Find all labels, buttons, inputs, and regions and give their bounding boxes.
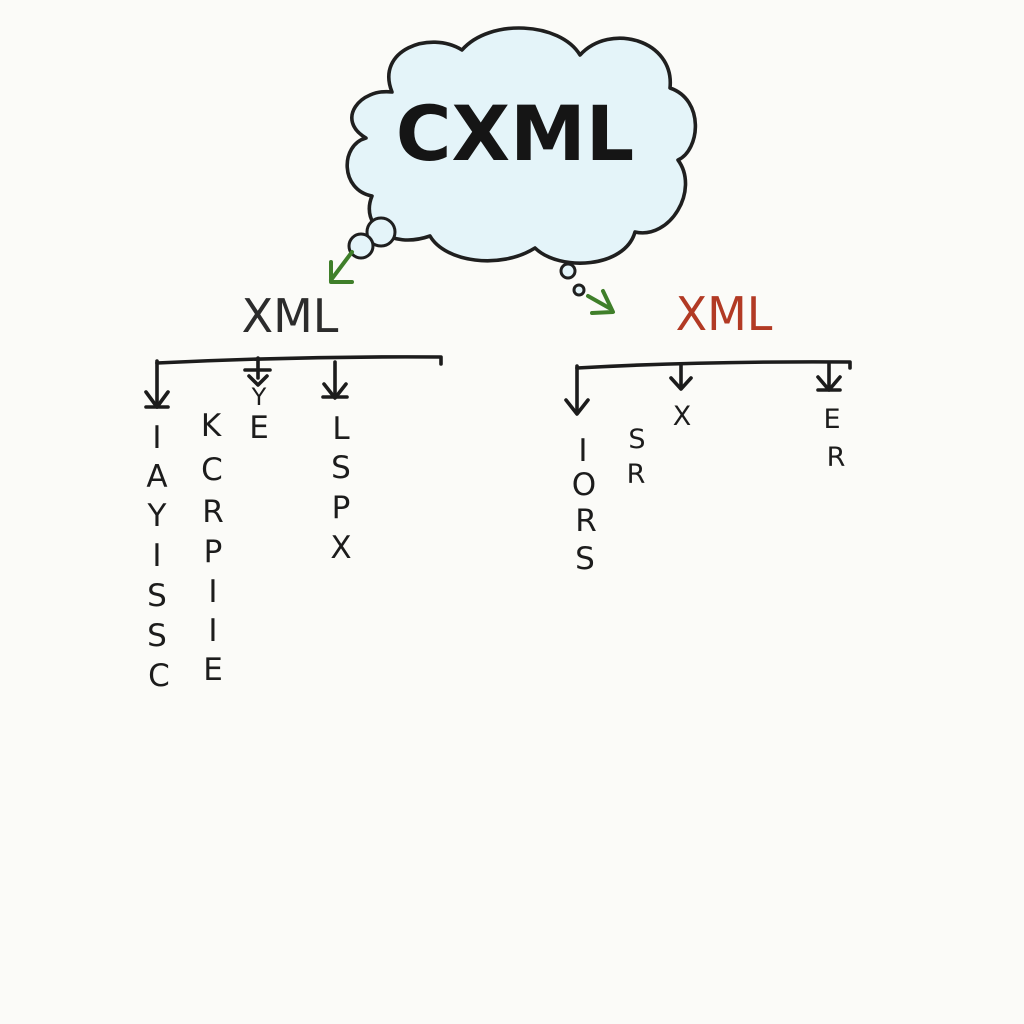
right-column-4: E R [823,404,845,473]
tree-letter: E [203,652,223,688]
cloud-trail-bubble [347,232,375,260]
tree-letter: K [201,408,222,444]
tree-letter: I [208,574,217,610]
tree-letter: I [208,613,217,649]
cloud-trail-bubble [572,283,586,297]
cloud-shape [345,26,698,265]
tree-letter: I [578,433,587,469]
tree-letter: R [202,494,224,530]
tree-letter: Y [147,498,167,534]
down-arrow-icon [669,363,693,391]
right-column-3: X [673,401,692,432]
cloud-trail-bubble [559,262,577,280]
tree-letter: R [627,459,646,490]
cloud-trail-bubble [365,216,397,248]
right-column-2: S R [627,424,646,490]
tree-letter: X [330,530,351,566]
right-green-arrow-icon [586,289,615,315]
tree-letter: E [249,410,269,446]
tree-letter: S [147,578,167,614]
tree-letter: C [201,452,223,488]
down-arrow-icon [144,359,170,409]
tree-letter: S [331,450,351,486]
tree-letter: R [827,442,846,473]
tree-letter: I [152,538,161,574]
down-arrow-icon [321,360,349,400]
left-column-2: K C R P I I E [201,408,224,688]
left-column-3: Y E [249,383,269,446]
right-tree-bar [575,360,852,370]
down-arrow-icon [564,364,590,416]
left-tree: XML I A Y I S S C K [144,289,443,694]
left-tree-bar [155,355,443,366]
left-green-arrow-icon [329,250,354,284]
tree-letter: S [628,424,645,455]
right-tree: XML I O R S S R X E R [564,287,852,577]
tree-letter: R [575,503,597,539]
tree-letter: P [204,534,223,570]
right-column-1: I O R S [572,433,597,577]
tree-letter: C [148,658,170,694]
cloud-label: CXML [396,89,634,178]
tree-letter: O [572,467,596,503]
tree-letter: I [152,420,161,456]
down-arrow-icon [816,362,842,392]
tree-letter: L [332,411,350,447]
right-tree-title: XML [676,287,773,341]
down-arrow-icon [243,356,272,387]
tree-letter: S [147,618,167,654]
left-tree-title: XML [242,289,339,343]
left-column-4: L S P X [330,411,351,566]
tree-letter: P [332,490,351,526]
tree-letter: E [823,404,840,435]
thought-cloud: CXML [345,26,698,297]
tree-letter: S [575,541,595,577]
left-column-1: I A Y I S S C [146,420,169,694]
tree-letter: Y [251,383,267,411]
tree-letter: A [146,459,167,495]
tree-letter: X [673,401,692,432]
